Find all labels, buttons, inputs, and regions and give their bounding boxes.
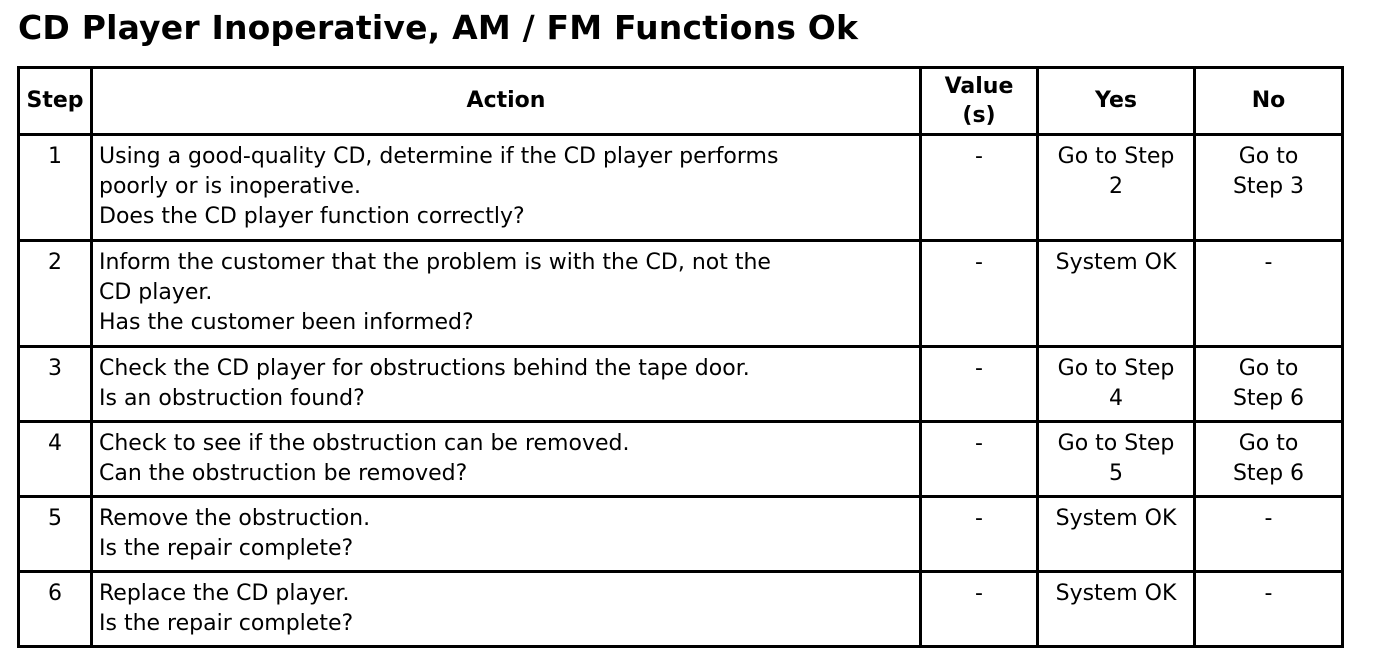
header-step: Step — [17, 66, 93, 136]
yes-line: System OK — [1055, 250, 1177, 275]
value-cell: - — [919, 239, 1039, 348]
header-yes: Yes — [1036, 66, 1196, 136]
action-line: Replace the CD player. — [99, 581, 350, 606]
yes-cell: Go to Step 4 — [1036, 345, 1196, 423]
table-row: 6 Replace the CD player. Is the repair c… — [17, 570, 1344, 648]
no-line: - — [1264, 581, 1273, 606]
action-line: Is the repair complete? — [99, 536, 354, 561]
action-line: Remove the obstruction. — [99, 506, 371, 531]
action-line: Using a good-quality CD, determine if th… — [99, 144, 779, 169]
step-cell: 2 — [17, 239, 93, 348]
action-line: Can the obstruction be removed? — [99, 461, 468, 486]
no-cell: - — [1193, 495, 1344, 573]
header-value: Value (s) — [919, 66, 1039, 136]
action-line: Has the customer been informed? — [99, 310, 474, 335]
action-cell: Inform the customer that the problem is … — [90, 239, 922, 348]
yes-line: 2 — [1109, 174, 1123, 199]
no-cell: Go to Step 3 — [1193, 133, 1344, 242]
yes-line: Go to Step — [1057, 144, 1175, 169]
value-cell: - — [919, 420, 1039, 498]
value-cell: - — [919, 570, 1039, 648]
yes-line: System OK — [1055, 506, 1177, 531]
no-line: Go to — [1238, 144, 1299, 169]
action-cell: Remove the obstruction. Is the repair co… — [90, 495, 922, 573]
step-cell: 1 — [17, 133, 93, 242]
table-row: 5 Remove the obstruction. Is the repair … — [17, 495, 1344, 573]
header-row: Step Action Value (s) Yes No — [17, 66, 1344, 136]
no-line: Step 3 — [1232, 174, 1305, 199]
yes-cell: System OK — [1036, 495, 1196, 573]
table-row: 3 Check the CD player for obstructions b… — [17, 345, 1344, 423]
page-title: CD Player Inoperative, AM / FM Functions… — [18, 8, 859, 47]
action-line: CD player. — [99, 280, 213, 305]
yes-line: 5 — [1109, 461, 1123, 486]
yes-cell: System OK — [1036, 239, 1196, 348]
yes-line: System OK — [1055, 581, 1177, 606]
action-cell: Replace the CD player. Is the repair com… — [90, 570, 922, 648]
header-no: No — [1193, 66, 1344, 136]
yes-cell: Go to Step 5 — [1036, 420, 1196, 498]
action-cell: Using a good-quality CD, determine if th… — [90, 133, 922, 242]
header-value-line2: (s) — [962, 103, 996, 128]
no-cell: Go to Step 6 — [1193, 420, 1344, 498]
action-line: Check the CD player for obstructions beh… — [99, 356, 750, 381]
table-row: 2 Inform the customer that the problem i… — [17, 239, 1344, 348]
action-line: Does the CD player function correctly? — [99, 204, 525, 229]
no-cell: - — [1193, 239, 1344, 348]
value-cell: - — [919, 495, 1039, 573]
table-row: 1 Using a good-quality CD, determine if … — [17, 133, 1344, 242]
no-line: Step 6 — [1232, 461, 1305, 486]
table-row: 4 Check to see if the obstruction can be… — [17, 420, 1344, 498]
header-value-line1: Value — [944, 74, 1014, 99]
step-cell: 5 — [17, 495, 93, 573]
action-cell: Check to see if the obstruction can be r… — [90, 420, 922, 498]
yes-line: Go to Step — [1057, 356, 1175, 381]
step-cell: 3 — [17, 345, 93, 423]
action-line: Is the repair complete? — [99, 611, 354, 636]
action-line: Check to see if the obstruction can be r… — [99, 431, 630, 456]
value-cell: - — [919, 133, 1039, 242]
diagnostic-table: Step Action Value (s) Yes No 1 Using a g… — [17, 66, 1344, 648]
action-line: Is an obstruction found? — [99, 386, 365, 411]
no-line: Go to — [1238, 356, 1299, 381]
step-cell: 6 — [17, 570, 93, 648]
no-line: - — [1264, 506, 1273, 531]
no-cell: - — [1193, 570, 1344, 648]
action-line: poorly or is inoperative. — [99, 174, 361, 199]
header-action: Action — [90, 66, 922, 136]
no-cell: Go to Step 6 — [1193, 345, 1344, 423]
no-line: Step 6 — [1232, 386, 1305, 411]
action-cell: Check the CD player for obstructions beh… — [90, 345, 922, 423]
no-line: Go to — [1238, 431, 1299, 456]
action-line: Inform the customer that the problem is … — [99, 250, 771, 275]
yes-line: Go to Step — [1057, 431, 1175, 456]
yes-line: 4 — [1109, 386, 1123, 411]
yes-cell: Go to Step 2 — [1036, 133, 1196, 242]
no-line: - — [1264, 250, 1273, 275]
step-cell: 4 — [17, 420, 93, 498]
value-cell: - — [919, 345, 1039, 423]
yes-cell: System OK — [1036, 570, 1196, 648]
